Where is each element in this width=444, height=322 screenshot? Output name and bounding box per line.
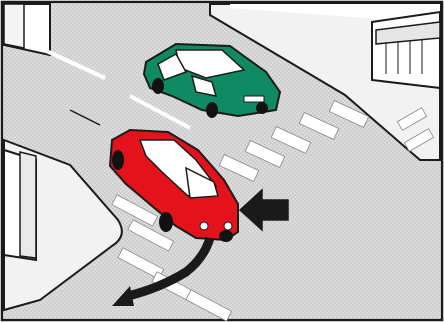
green-car-plate	[244, 96, 264, 102]
building-bottom-left-side	[20, 152, 36, 258]
green-car-tire	[256, 102, 268, 114]
red-car-taillight	[224, 222, 232, 230]
red-car-tire	[112, 150, 124, 170]
green-car-tire	[206, 102, 218, 118]
building-top-left-side	[4, 4, 24, 48]
red-car-tire	[219, 230, 233, 242]
green-car-tire	[152, 78, 164, 94]
red-car-taillight	[200, 222, 208, 230]
red-car-tire	[159, 212, 173, 232]
